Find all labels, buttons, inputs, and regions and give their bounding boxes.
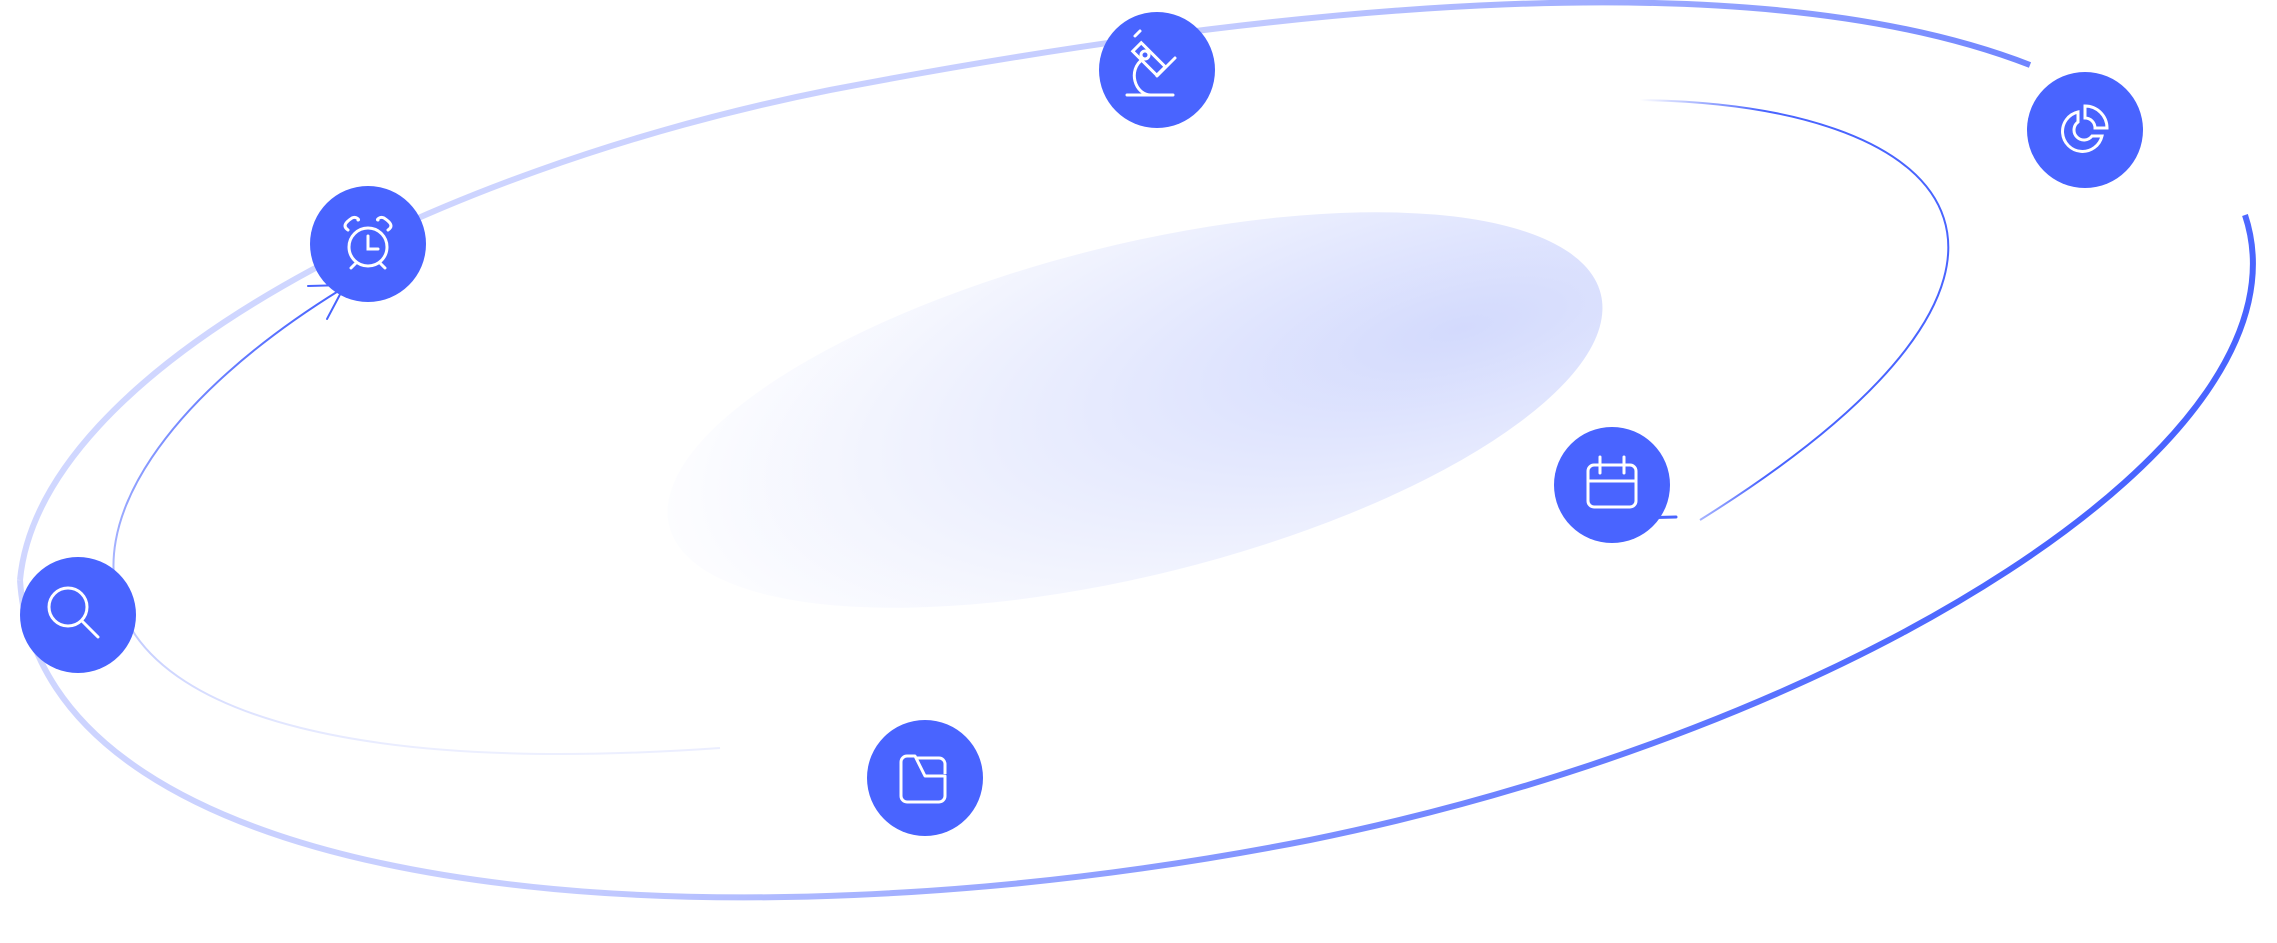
node-calendar — [1554, 427, 1670, 543]
node-pie-chart — [2027, 72, 2143, 188]
node-microscope — [1099, 12, 1215, 128]
node-search — [20, 557, 136, 673]
thin-arrow-right — [1639, 99, 1950, 521]
pie-chart-icon — [2061, 104, 2109, 153]
microscope-icon — [1125, 29, 1177, 97]
search-icon — [47, 586, 100, 639]
node-folder — [867, 720, 983, 836]
node-alarm — [310, 186, 426, 302]
main-orbit — [17, 0, 2256, 901]
calendar-icon — [1586, 455, 1638, 509]
alarm-clock-icon — [343, 215, 393, 270]
folder-icon — [899, 754, 947, 804]
inner-blob — [667, 212, 1603, 608]
thin-arrow-left — [112, 289, 721, 755]
